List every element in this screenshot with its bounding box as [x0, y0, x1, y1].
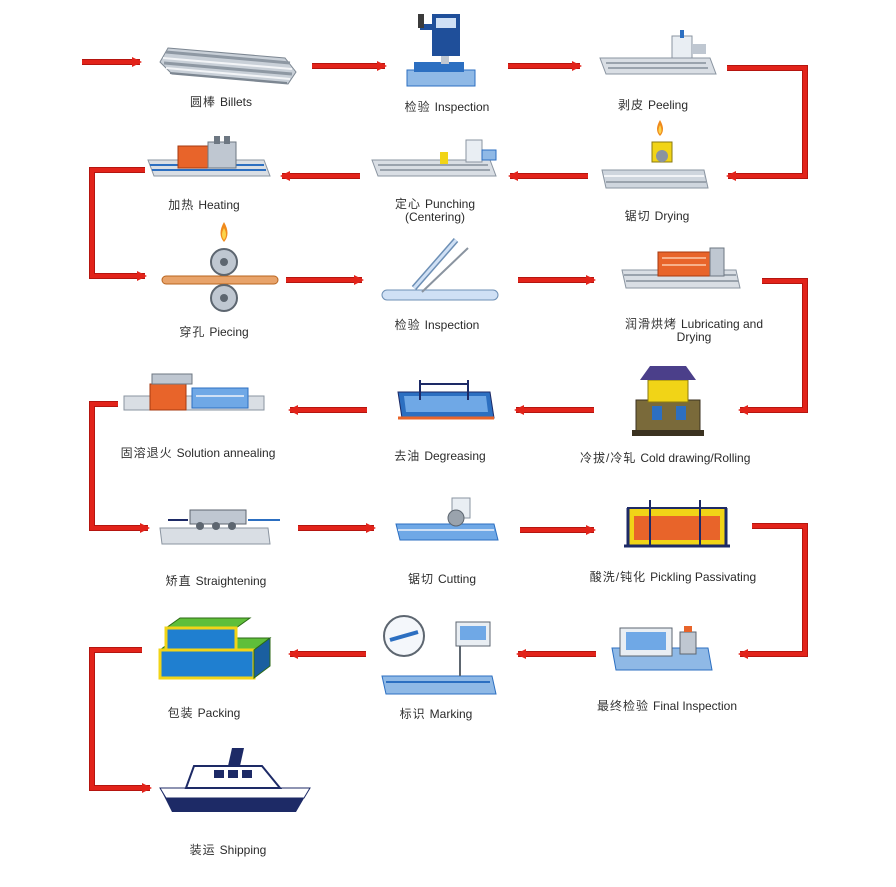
- step-label-zh: 加热: [168, 198, 195, 212]
- saw-cutting-icon: [601, 120, 709, 189]
- step-label-en: Inspection: [434, 100, 490, 114]
- arrow-heating-piercing: [89, 167, 147, 281]
- step-label-zh: 包装: [167, 706, 194, 720]
- step-label-zh: 矫直: [165, 574, 192, 588]
- punching-machine-icon: [371, 139, 497, 177]
- step-label-zh: 去油: [394, 449, 421, 463]
- step-label-zh: 圆棒: [189, 95, 216, 109]
- annealing-furnace-icon: [123, 373, 265, 411]
- arrow-annealing-straightening: [89, 401, 150, 533]
- heating-furnace-icon: [147, 136, 271, 177]
- tube-inspection-icon: [381, 238, 499, 301]
- ship-icon: [159, 748, 311, 812]
- lubricating-oven-icon: [621, 247, 741, 289]
- step-label-billets: 圆棒 Billets: [176, 96, 266, 109]
- step-label-en: Final Inspection: [652, 699, 738, 713]
- step-label-en: Heating: [198, 198, 240, 212]
- step-label-en: Solution annealing: [176, 446, 276, 460]
- flow-arrows: [82, 57, 808, 793]
- step-label-en: Piecing: [209, 325, 249, 339]
- step-label-en: Marking: [429, 707, 473, 721]
- step-label-zh: 剥皮: [617, 98, 644, 112]
- inspection-press-icon: [406, 14, 476, 87]
- step-label-zh: 固溶退火: [120, 446, 173, 460]
- final-inspection-icon: [611, 626, 713, 671]
- step-label-en: Cold drawing/Rolling: [640, 451, 751, 465]
- step-label-en: Shipping: [219, 843, 267, 857]
- step-label-zh: 锯切: [407, 572, 434, 586]
- step-label-en: Degreasing: [424, 449, 486, 463]
- step-label-zh: 最终检验: [596, 699, 649, 713]
- marking-machine-icon: [381, 615, 497, 695]
- step-label-en: Cutting: [437, 572, 477, 586]
- steel-billets-icon: [159, 47, 297, 85]
- step-label-en: Peeling: [647, 98, 689, 112]
- step-label-zh: 装运: [189, 843, 216, 857]
- step-label-en: Drying: [654, 209, 690, 223]
- pickling-tank-icon: [624, 500, 730, 548]
- step-label-en-line2: (Centering): [404, 210, 466, 224]
- step-label-zh: 润滑烘烤: [624, 317, 677, 331]
- step-label-zh: 冷拔/冷轧: [580, 451, 637, 465]
- step-label-zh: 锯切: [624, 209, 651, 223]
- straightening-machine-icon: [159, 509, 280, 545]
- arrow-packing-shipping: [89, 647, 152, 793]
- piercing-rolls-icon: [161, 222, 279, 312]
- step-label-zh: 标识: [399, 707, 426, 721]
- step-label-en-line2: Drying: [676, 330, 712, 344]
- arrow-peeling-drying: [726, 65, 808, 181]
- degreasing-tank-icon: [397, 380, 495, 420]
- step-label-zh: 定心: [394, 197, 421, 211]
- step-label-zh: 酸洗/钝化: [589, 570, 647, 584]
- cutting-saw-icon: [395, 497, 499, 541]
- step-label-en: Packing: [197, 706, 241, 720]
- step-label-en: Inspection: [424, 318, 480, 332]
- step-label-en: Straightening: [195, 574, 267, 588]
- step-label-zh: 穿孔: [179, 325, 206, 339]
- step-label-zh: 检验: [394, 318, 421, 332]
- step-label-en: Lubricating and: [680, 317, 764, 331]
- step-label-en: Pickling Passivating: [650, 570, 757, 584]
- peeling-machine-icon: [599, 30, 717, 75]
- step-label-zh: 检验: [404, 100, 431, 114]
- step-label-en: Billets: [220, 95, 253, 109]
- packing-bundles-icon: [158, 617, 272, 680]
- step-label-en: Punching: [424, 197, 476, 211]
- cold-drawing-mill-icon: [632, 366, 704, 436]
- arrow-lubricating-colddrawing: [738, 278, 808, 415]
- arrow-pickling-finalinspection: [738, 523, 808, 659]
